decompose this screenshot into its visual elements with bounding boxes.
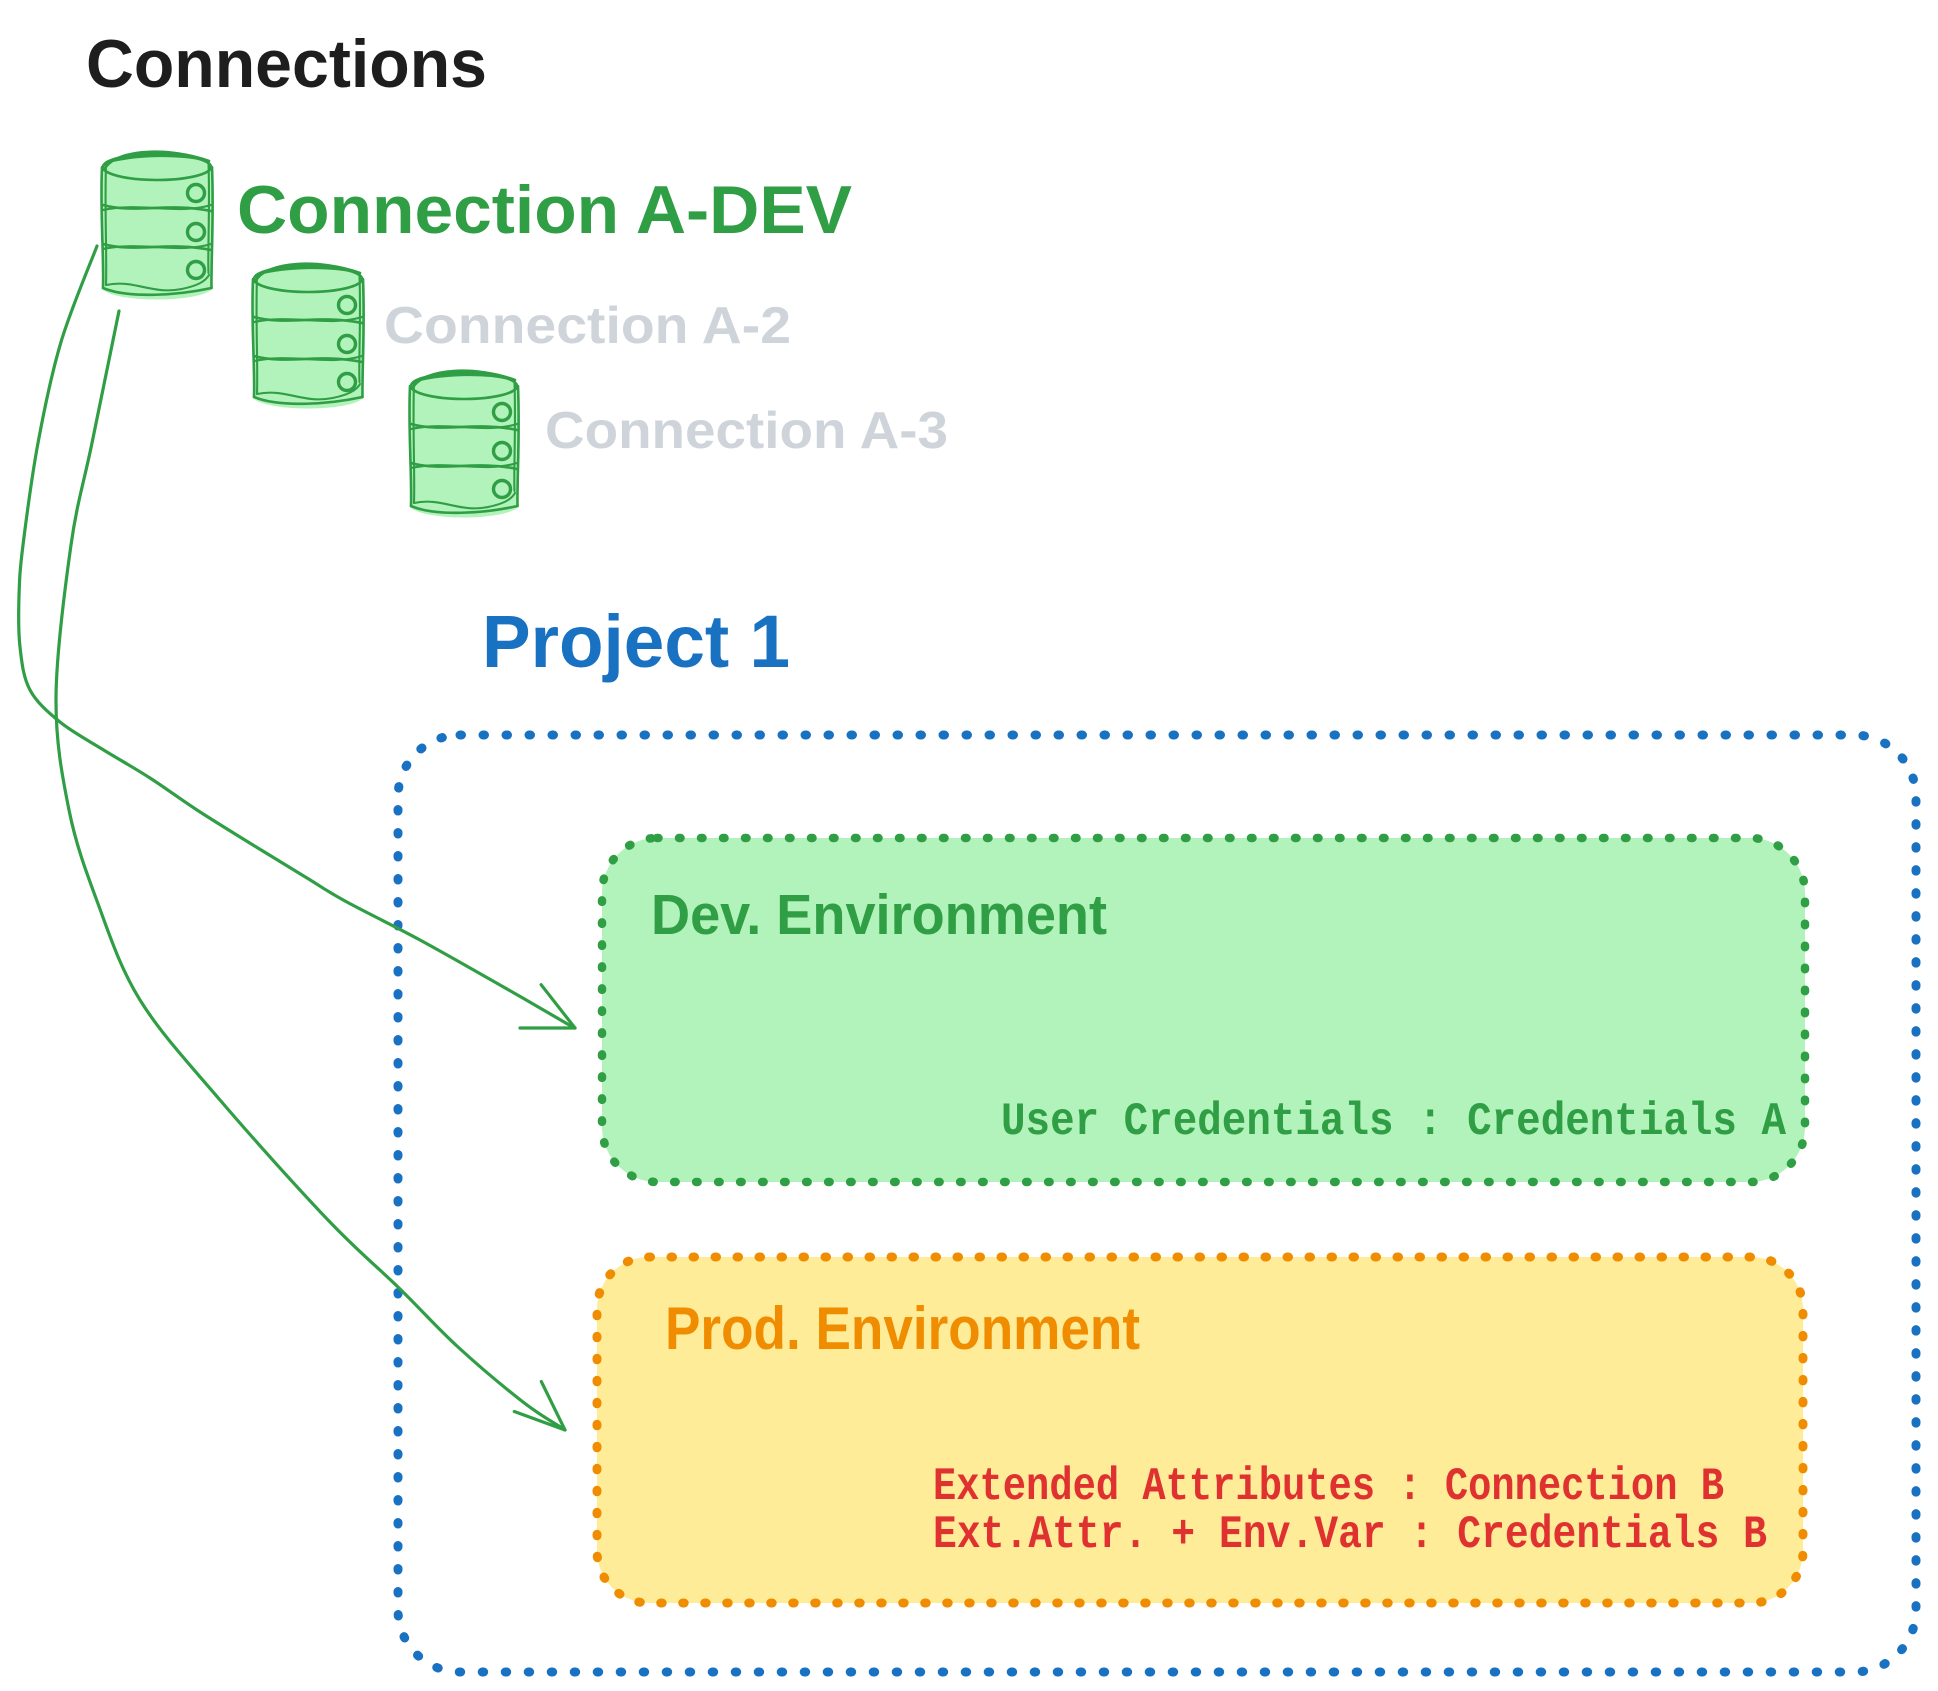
svg-text:Ext.Attr. + Env.Var : Credenti: Ext.Attr. + Env.Var : Credentials B: [933, 1509, 1767, 1561]
svg-text:Extended Attributes : Connecti: Extended Attributes : Connection B: [933, 1461, 1724, 1513]
svg-text:Connection A-3: Connection A-3: [545, 402, 948, 460]
svg-text:Connections: Connections: [86, 26, 487, 102]
svg-text:Dev. Environment: Dev. Environment: [651, 883, 1107, 947]
svg-text:Project 1: Project 1: [482, 600, 790, 683]
svg-text:Connection A-2: Connection A-2: [384, 297, 791, 355]
svg-text:User Credentials : Credentials: User Credentials : Credentials A: [1001, 1096, 1786, 1148]
svg-text:Connection A-DEV: Connection A-DEV: [237, 172, 852, 248]
svg-text:Prod. Environment: Prod. Environment: [665, 1295, 1140, 1362]
